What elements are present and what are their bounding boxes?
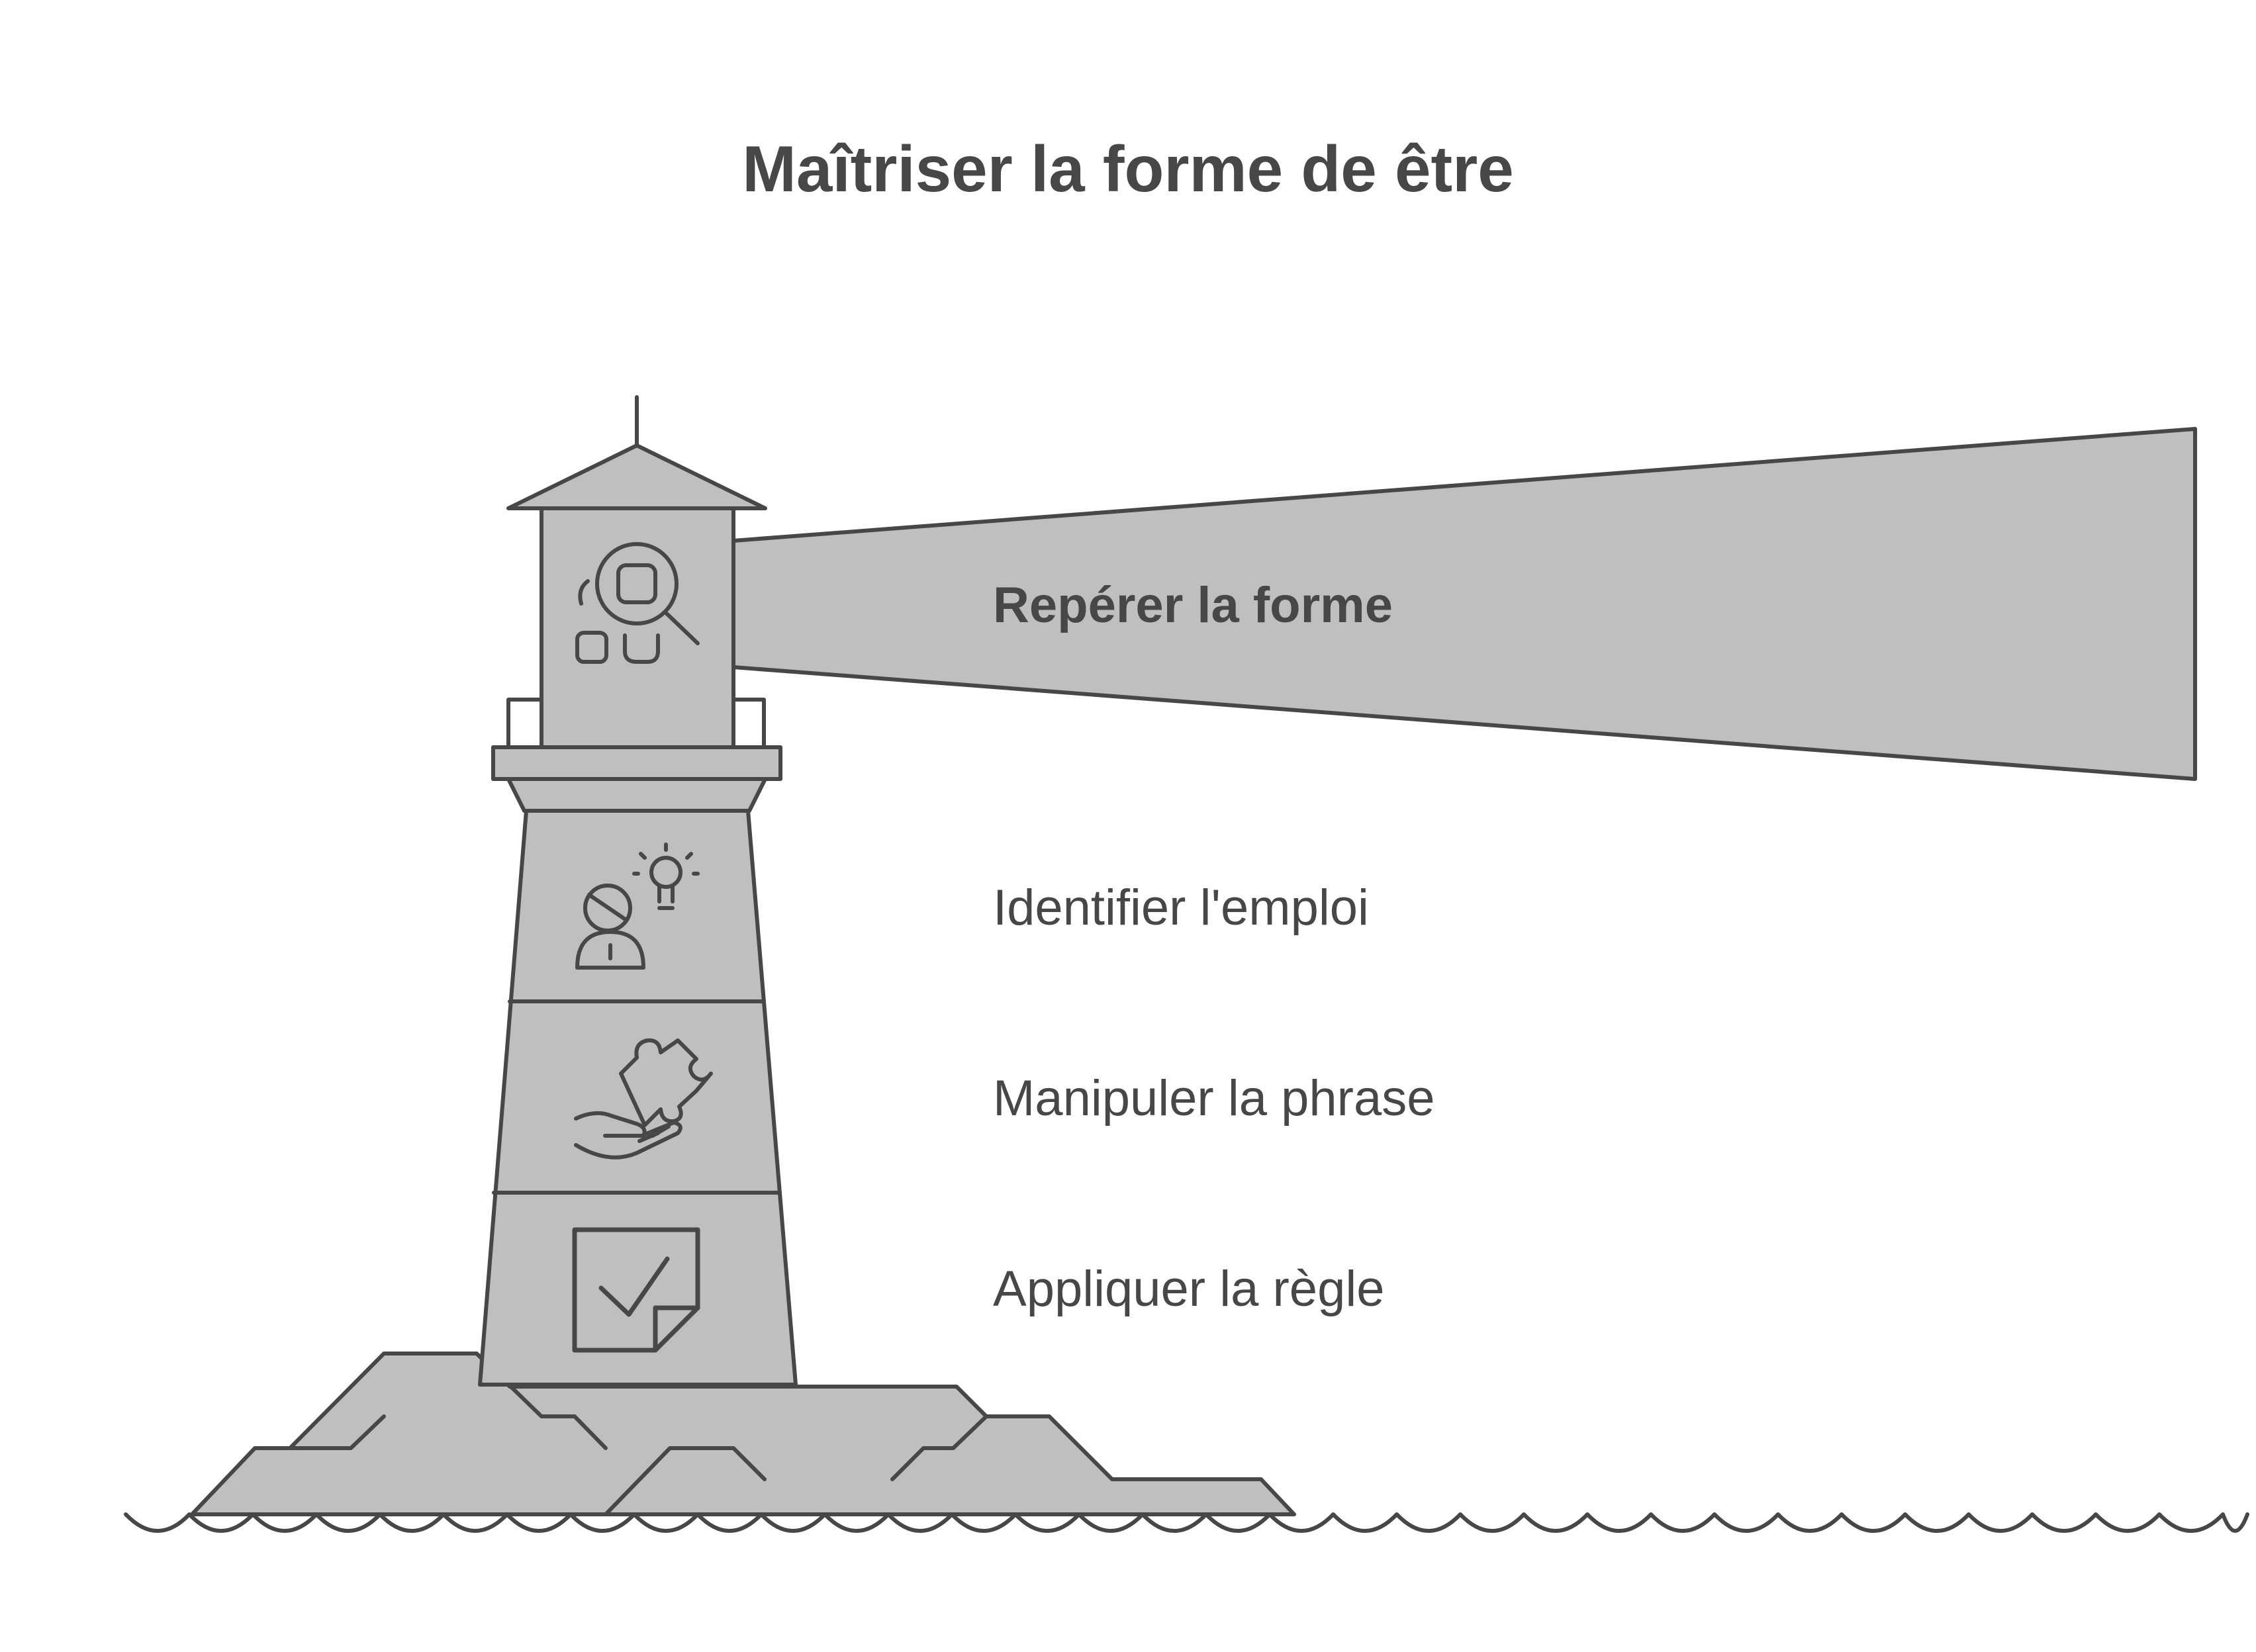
step-label-identifier: Identifier l'emploi <box>993 880 1369 936</box>
person-idea-icon <box>575 843 700 970</box>
step-label-appliquer: Appliquer la règle <box>993 1261 1385 1317</box>
rocks <box>190 1352 1296 1516</box>
checked-document-icon <box>572 1227 700 1353</box>
step-label-manipuler: Manipuler la phrase <box>993 1070 1435 1126</box>
hand-puzzle-icon <box>574 1038 713 1160</box>
light-beam <box>731 427 2197 781</box>
water-waves <box>124 1512 2249 1533</box>
step-label-repérer: Repérer la forme <box>993 577 1393 633</box>
diagram-title: Maîtriser la forme de être <box>742 132 1514 205</box>
water-line <box>124 1512 2249 1533</box>
search-shapes-icon <box>575 542 700 664</box>
lighthouse-tower <box>478 395 798 1387</box>
